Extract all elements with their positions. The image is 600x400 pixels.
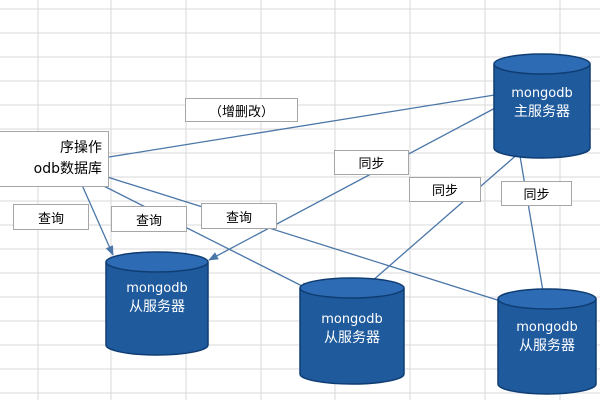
- sync-arrow-3: [519, 155, 548, 304]
- secondary-db-label-1: mongodb 从服务器: [106, 279, 208, 317]
- client-label-line2: odb数据库: [33, 161, 102, 177]
- client-app-box: 序操作 odb数据库: [0, 131, 109, 187]
- sync-arrow-2: [355, 151, 521, 296]
- sync-label-3: 同步: [501, 181, 572, 206]
- write-operation-label: （增删改）: [185, 98, 298, 122]
- sync-arrow-1: [208, 105, 500, 261]
- query-label-1: 查询: [13, 204, 89, 230]
- primary-db-label: mongodb 主服务器: [494, 84, 590, 122]
- sync-label-2: 同步: [409, 177, 481, 202]
- query-arrow-2: [77, 172, 311, 291]
- database-cylinders: [105, 53, 597, 395]
- connection-arrows: [77, 90, 548, 306]
- secondary-db-role-1: 从服务器: [129, 299, 185, 315]
- secondary-db-cylinder-3: [497, 288, 597, 395]
- query-arrow-1: [77, 175, 114, 256]
- primary-db-cylinder: [493, 53, 591, 159]
- query-arrow-3: [81, 168, 511, 306]
- sync-label-1: 同步: [334, 150, 409, 175]
- secondary-db-label-3: mongodb 从服务器: [498, 318, 596, 356]
- secondary-db-name-3: mongodb: [516, 320, 578, 335]
- secondary-db-role-3: 从服务器: [519, 338, 575, 354]
- secondary-db-label-2: mongodb 从服务器: [300, 310, 404, 348]
- primary-db-role: 主服务器: [514, 104, 570, 120]
- query-label-3: 查询: [201, 203, 277, 229]
- secondary-db-name-1: mongodb: [126, 281, 188, 296]
- secondary-db-name-2: mongodb: [321, 312, 383, 327]
- secondary-db-cylinder-1: [105, 251, 209, 356]
- client-label-line1: 序操作: [60, 140, 102, 156]
- write-arrow: [108, 90, 508, 158]
- secondary-db-cylinder-2: [299, 277, 405, 385]
- secondary-db-role-2: 从服务器: [324, 330, 380, 346]
- primary-db-name: mongodb: [511, 86, 573, 101]
- query-label-2: 查询: [111, 206, 187, 232]
